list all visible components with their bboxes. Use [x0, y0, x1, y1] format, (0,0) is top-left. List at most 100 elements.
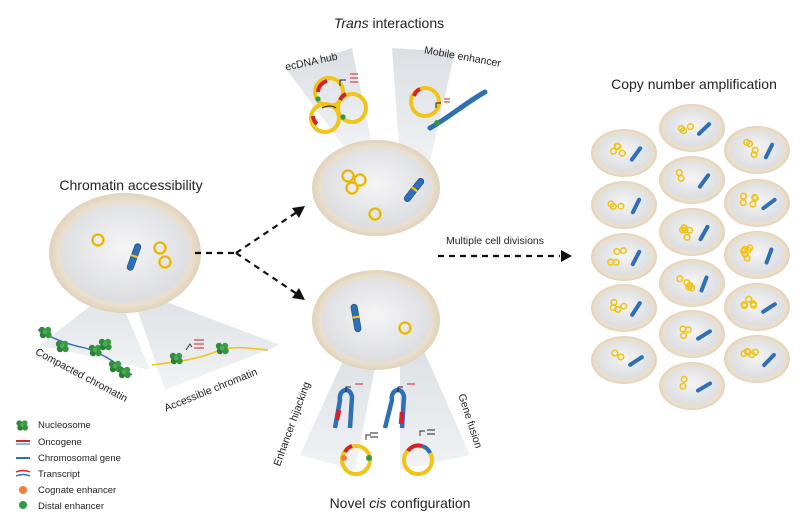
ecdna-ring-icon — [612, 258, 620, 266]
multiple-divisions-label: Multiple cell divisions — [446, 235, 544, 247]
ecdna-ring-icon — [683, 233, 691, 241]
chromosome-icon — [761, 197, 777, 211]
amplified-cell — [724, 335, 790, 383]
ecdna-ring-icon — [609, 147, 618, 155]
legend-label: Cognate enhancer — [38, 485, 116, 496]
ecdna-ring-icon — [617, 353, 625, 361]
amplified-cell — [659, 104, 725, 152]
ecdna-ring-icon — [686, 122, 694, 131]
ecdna-ring-icon — [683, 279, 691, 287]
legend-label: Transcript — [38, 469, 80, 480]
amplified-cell — [659, 362, 725, 410]
ecdna-ring-icon — [680, 127, 688, 135]
ecdna-ring-icon — [743, 254, 751, 262]
chromosome-icon — [628, 355, 644, 367]
chromosome-icon — [630, 301, 642, 317]
ecdna-ring-icon — [611, 349, 619, 357]
chromosome-icon — [696, 122, 712, 136]
chromosome-icon — [763, 142, 775, 160]
ecdna-ring-icon — [609, 304, 617, 312]
distal-enhancer-icon — [19, 501, 27, 509]
legend-label: Nucleosome — [38, 420, 91, 431]
legend-label: Oncogene — [38, 437, 82, 448]
ecdna-hub-drawing — [309, 73, 368, 134]
chromosome-icon — [630, 249, 642, 267]
ecdna-ring-icon — [745, 295, 753, 303]
ecdna-ring-icon — [751, 146, 759, 154]
novel-cis-title: Novel cis configuration — [330, 495, 471, 511]
compacted-chromatin-drawing — [37, 326, 133, 379]
amplified-cell — [659, 208, 725, 256]
ecdna-ring-icon — [739, 198, 747, 207]
legend: Nucleosome Oncogene Chromosomal gene Tra… — [15, 420, 121, 512]
amplified-cell — [591, 233, 657, 281]
chromosome-icon — [630, 197, 642, 215]
amplified-cell — [659, 310, 725, 358]
copy-number-title: Copy number amplification — [611, 76, 777, 92]
amplified-cell — [591, 181, 657, 229]
ecdna-ring-icon — [751, 348, 759, 356]
ecdna-ring-icon — [686, 226, 694, 234]
ecdna-ring-icon — [680, 224, 688, 232]
ecdna-ring-icon — [740, 302, 749, 310]
chromosome-icon — [696, 329, 712, 341]
chromosome-icon — [762, 352, 776, 368]
ecdna-ring-icon — [750, 150, 758, 159]
oncogene-icon — [16, 440, 30, 445]
legend-label: Distal enhancer — [38, 501, 104, 512]
mobile-enhancer-drawing — [409, 86, 488, 131]
ecdna-ring-icon — [679, 332, 688, 340]
amplified-cell — [591, 284, 657, 332]
amplified-cell — [591, 336, 657, 384]
amplified-cell — [591, 129, 657, 177]
amplified-cell — [724, 231, 790, 279]
ecdna-ring-icon — [749, 200, 757, 208]
chromosome-icon — [697, 173, 711, 189]
chromosome-icon — [629, 146, 643, 162]
trans-cell — [312, 140, 440, 236]
ecdna-ring-icon — [743, 347, 751, 356]
beam-gene-fusion — [400, 342, 470, 470]
chromosome-icon — [698, 224, 710, 242]
copy-number-cells — [591, 104, 790, 410]
transcript-icon — [15, 469, 31, 477]
amplified-cell — [724, 179, 790, 227]
ecdna-ring-icon — [613, 247, 621, 256]
amplified-cell — [724, 283, 790, 331]
chromosome-icon — [695, 381, 713, 393]
legend-label: Chromosomal gene — [38, 453, 121, 464]
accessible-chromatin-drawing — [151, 339, 269, 366]
ecdna-ring-icon — [613, 142, 621, 150]
ecdna-ring-icon — [743, 138, 751, 146]
chromatin-cell — [49, 193, 201, 313]
chromosome-icon — [764, 247, 774, 265]
beam-mobile-enhancer — [392, 48, 455, 170]
ecdna-ring-icon — [680, 375, 688, 383]
amplified-cell — [659, 259, 725, 307]
flow-arrows — [195, 206, 572, 300]
ecdna-ring-icon — [741, 245, 749, 253]
ecdna-ring-icon — [619, 247, 628, 255]
novel-cis-cell — [312, 270, 440, 370]
ecdna-ring-icon — [679, 382, 687, 390]
nucleosome-icon — [16, 420, 29, 431]
chromatin-accessibility-title: Chromatin accessibility — [59, 177, 202, 193]
amplified-cell — [724, 126, 790, 174]
chromosome-icon — [699, 275, 709, 293]
ecdna-ring-icon — [684, 326, 692, 334]
novel-cis-drawing — [332, 383, 435, 476]
ecdna-ring-icon — [675, 169, 683, 177]
ecdna-ring-icon — [676, 275, 684, 283]
ecdna-ring-icon — [609, 202, 617, 211]
cognate-enhancer-icon — [19, 486, 27, 494]
amplified-cell — [659, 156, 725, 204]
chromosome-icon — [761, 302, 777, 314]
ecdna-ring-icon — [749, 300, 757, 308]
trans-interactions-title: Trans interactions — [334, 15, 444, 31]
ecdna-ring-icon — [618, 149, 626, 157]
ecdna-ring-icon — [751, 193, 759, 201]
ecdna-ring-icon — [617, 202, 625, 210]
ecdna-ring-icon — [620, 302, 628, 310]
